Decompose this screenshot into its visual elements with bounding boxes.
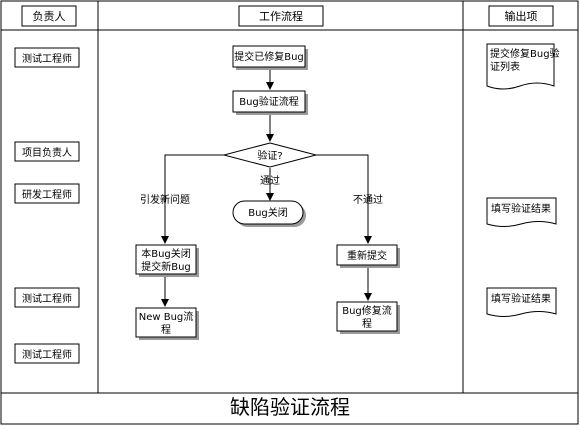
new-bug-box: [135, 307, 197, 338]
close-new-label-line2: 提交新Bug: [141, 260, 191, 273]
submit-box: [232, 45, 306, 68]
decision-label: 验证?: [257, 149, 282, 162]
output-header: 输出项: [505, 9, 538, 23]
output-result-1-doc: [486, 197, 557, 227]
output-result-2-doc: [486, 287, 557, 317]
output-verified-list-line2: 证列表: [490, 60, 520, 73]
resubmit-box: [336, 244, 398, 266]
output-verified-list-line1: 提交修复Bug验: [490, 47, 560, 60]
branch-fail-label: 不通过: [353, 193, 383, 206]
arrow-decision-to-resubmit: [316, 154, 372, 244]
role-tester-3: 测试工程师: [22, 348, 72, 361]
role-developer: 研发工程师: [22, 188, 72, 201]
output-header-box: [488, 5, 554, 27]
output-result-1: 填写验证结果: [491, 202, 551, 215]
owner-header-box: [21, 5, 77, 27]
decision-diamond: [222, 142, 318, 168]
close-new-box: [135, 244, 197, 275]
output-verified-list-doc: [486, 43, 555, 90]
fix-label-line2: 程: [362, 318, 372, 330]
close-new-label-line1: 本Bug关闭: [141, 247, 191, 260]
new-bug-label-line1: New Bug流: [139, 310, 194, 323]
submit-label: 提交已修复Bug: [234, 50, 304, 63]
role-tester-3-box: [14, 343, 80, 364]
branch-new-issue-label: 引发新问题: [140, 193, 190, 206]
fix-box: [336, 301, 398, 332]
output-result-2: 填写验证结果: [491, 292, 551, 305]
role-tester-2-box: [14, 287, 80, 308]
workflow-header-box: [238, 5, 324, 27]
resubmit-label: 重新提交: [347, 249, 387, 262]
arrow-decision-to-new-issue: [161, 154, 224, 244]
owner-header: 负责人: [33, 9, 66, 23]
workflow-header: 工作流程: [259, 9, 303, 23]
close-terminator: [232, 200, 304, 225]
fix-label-line1: Bug修复流: [342, 304, 392, 317]
verify-label: Bug验证流程: [239, 95, 299, 108]
role-project-lead: 项目负责人: [22, 146, 72, 159]
close-label: Bug关闭: [248, 206, 288, 219]
role-tester-1-box: [14, 47, 80, 68]
diagram-title: 缺陷验证流程: [230, 395, 350, 419]
branch-pass-label: 通过: [260, 174, 280, 187]
new-bug-label-line2: 程: [161, 324, 171, 336]
role-developer-box: [14, 183, 80, 204]
verify-box: [232, 90, 306, 113]
role-tester-2: 测试工程师: [22, 292, 72, 305]
role-tester-1: 测试工程师: [22, 52, 72, 65]
role-project-lead-box: [14, 141, 80, 162]
